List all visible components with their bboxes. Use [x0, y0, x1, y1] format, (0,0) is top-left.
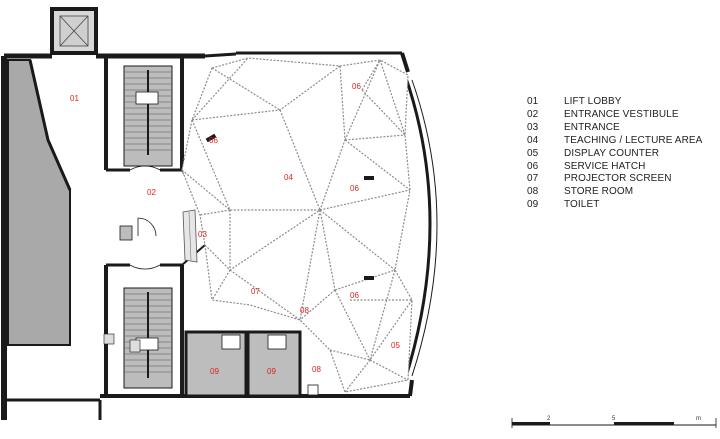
tag-06-d: 06	[350, 291, 359, 300]
tag-09-a: 09	[210, 367, 219, 376]
tag-03: 03	[198, 230, 207, 239]
toilet-rooms	[184, 330, 302, 398]
faceted-ceiling	[181, 57, 413, 393]
legend-num: 09	[527, 199, 539, 211]
legend-row: 01 LIFT LOBBY	[527, 96, 717, 109]
legend-row: 08 STORE ROOM	[527, 186, 717, 199]
stair-bottom	[123, 287, 173, 389]
scale-unit: m	[696, 416, 701, 422]
legend-num: 06	[527, 160, 539, 172]
legend-label: STORE ROOM	[564, 186, 634, 198]
legend-row: 05 DISPLAY COUNTER	[527, 148, 717, 161]
tag-06-a: 06	[352, 82, 361, 91]
tag-06-c: 06	[350, 184, 359, 193]
legend-row: 07 PROJECTOR SCREEN	[527, 173, 717, 186]
legend-num: 05	[527, 147, 539, 159]
legend-label: LIFT LOBBY	[564, 96, 622, 107]
inner-walls	[104, 56, 206, 396]
tag-07: 07	[251, 287, 260, 296]
legend-label: DISPLAY COUNTER	[564, 147, 660, 159]
tag-06-b: 06	[209, 136, 218, 145]
legend: 01 LIFT LOBBY 02 ENTRANCE VESTIBULE 03 ENTR…	[527, 96, 717, 212]
legend-num: 08	[527, 186, 539, 198]
lift-shaft	[50, 7, 98, 55]
legend-row: 04 TEACHING / LECTURE AREA	[527, 135, 717, 148]
legend-label: ENTRANCE VESTIBULE	[564, 108, 679, 120]
legend-row: 02 ENTRANCE VESTIBULE	[527, 109, 717, 122]
tag-05: 05	[391, 341, 400, 350]
tag-08-a: 08	[300, 306, 309, 315]
legend-label: TOILET	[564, 199, 600, 211]
tag-02: 02	[147, 188, 156, 197]
legend-num: 03	[527, 121, 539, 133]
service-hatch-marks	[205, 133, 374, 280]
tag-04: 04	[284, 173, 293, 182]
stair-top	[123, 65, 173, 167]
tag-08-b: 08	[312, 365, 321, 374]
legend-label: TEACHING / LECTURE AREA	[564, 134, 703, 146]
legend-label: PROJECTOR SCREEN	[564, 173, 672, 185]
legend-label: ENTRANCE	[564, 121, 620, 133]
legend-row: 03 ENTRANCE	[527, 122, 717, 135]
legend-label: SERVICE HATCH	[564, 160, 646, 172]
scale-tick-2: 2	[547, 416, 551, 422]
scale-bar: 2 5 m	[511, 416, 717, 428]
legend-num: 01	[527, 96, 539, 107]
scale-tick-5: 5	[612, 416, 616, 422]
legend-row: 06 SERVICE HATCH	[527, 161, 717, 174]
legend-num: 04	[527, 134, 539, 146]
tag-01: 01	[70, 94, 79, 103]
legend-num: 02	[527, 108, 539, 120]
entrance-doors	[182, 209, 198, 263]
outer-walls	[1, 51, 438, 420]
tag-09-b: 09	[267, 367, 276, 376]
legend-num: 07	[527, 173, 539, 185]
room-tags: 01 02 03 04 05 06 06 06 06 07 08 08 09 0…	[70, 82, 400, 376]
fixtures	[103, 225, 319, 396]
legend-row: 09 TOILET	[527, 199, 717, 212]
